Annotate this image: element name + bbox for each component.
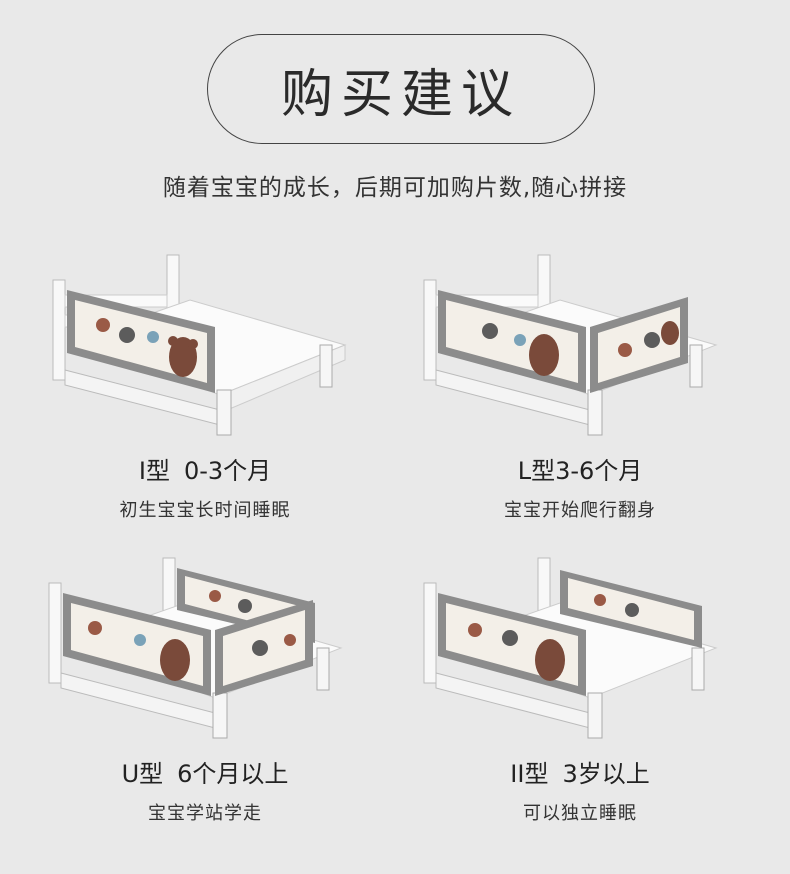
type-line: II型 3岁以上 [420, 754, 740, 789]
type-label: II型 [510, 760, 549, 788]
type-line: U型 6个月以上 [45, 754, 365, 789]
option-card-l: L型3-6个月 宝宝开始爬行翻身 [420, 245, 740, 522]
type-description: 宝宝学站学走 [148, 803, 262, 824]
option-card-ii: II型 3岁以上 可以独立睡眠 [420, 548, 740, 825]
type-label: I型 [138, 457, 170, 485]
type-label: L型 [517, 457, 556, 485]
type-line: I型 0-3个月 [45, 451, 365, 486]
type-line: L型3-6个月 [420, 451, 740, 486]
title-pill: 购买建议 [207, 34, 595, 144]
age-label: 3-6个月 [555, 457, 643, 485]
bed-rail-illustration [423, 254, 718, 436]
bed-rail-illustration [423, 557, 718, 739]
age-label: 3岁以上 [562, 760, 650, 788]
page-title: 购买建议 [280, 64, 521, 125]
type-label: U型 [121, 760, 164, 788]
bed-rail-illustration [52, 254, 347, 436]
option-card-i: I型 0-3个月 初生宝宝长时间睡眠 [45, 245, 365, 522]
page-subtitle: 随着宝宝的成长，后期可加购片数,随心拼接 [162, 175, 628, 201]
bed-rail-illustration [48, 557, 343, 739]
type-description: 初生宝宝长时间睡眠 [119, 500, 291, 521]
age-label: 6个月以上 [177, 760, 289, 788]
age-label: 0-3个月 [183, 457, 272, 485]
type-description: 宝宝开始爬行翻身 [504, 500, 656, 521]
type-description: 可以独立睡眠 [523, 803, 637, 824]
option-card-u: U型 6个月以上 宝宝学站学走 [45, 548, 365, 825]
